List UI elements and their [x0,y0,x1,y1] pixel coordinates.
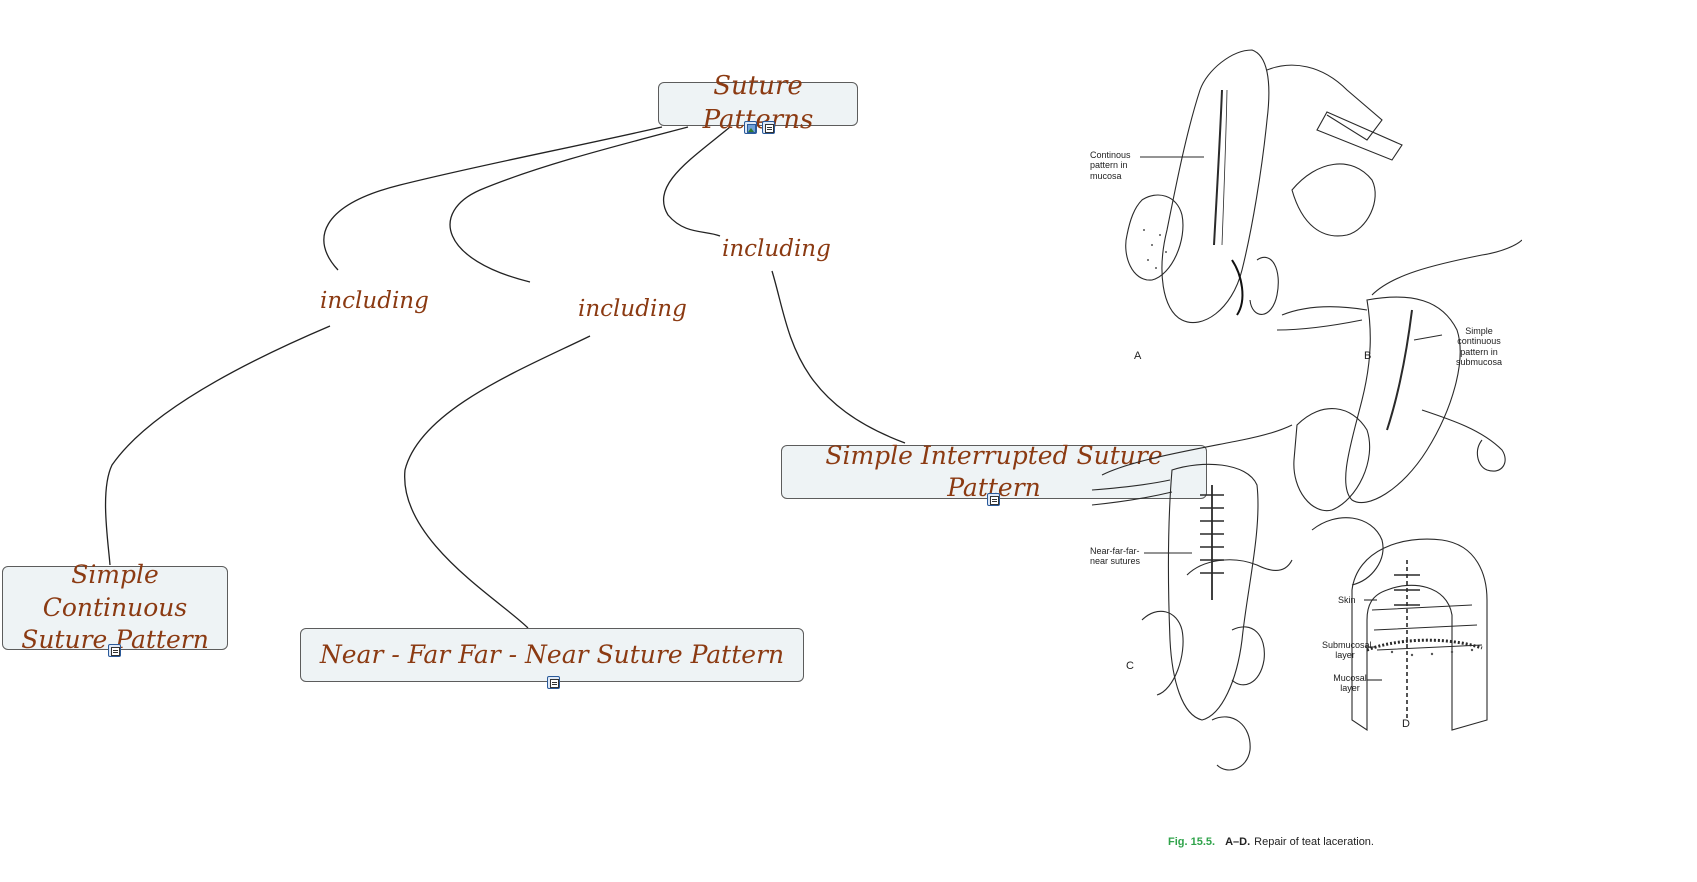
concept-simple-continuous[interactable]: Simple Continuous Suture Pattern [2,560,228,654]
annotation-simple-continuous-submucosa: Simple continuous pattern in submucosa [1455,326,1503,368]
concept-root-suture-patterns[interactable]: Suture Patterns [658,71,858,135]
document-icon[interactable] [108,644,121,657]
concept-root-label: Suture Patterns [702,71,814,135]
concept-simple-continuous-label: Simple Continuous Suture Pattern [21,560,209,655]
panel-label-c: C [1126,660,1134,672]
connection-root-to-including-3 [662,126,731,237]
annotation-submucosal-layer: Submucosal layer [1322,640,1372,661]
panel-label-d: D [1402,718,1410,730]
teat-laceration-repair-illustration: Continous pattern in mucosa Simple conti… [1082,30,1523,790]
document-icon[interactable] [547,676,560,689]
connection-root-to-including-2 [449,126,689,283]
connection-including-1-to-simple-continuous [104,325,331,566]
concept-near-far-far-near[interactable]: Near - Far Far - Near Suture Pattern [300,628,804,682]
annotation-skin: Skin [1338,595,1356,605]
image-icon[interactable] [744,121,757,134]
caption-figure-number: Fig. 15.5. [1168,836,1216,848]
annotation-continuous-mucosa: Continous pattern in mucosa [1090,150,1131,181]
panel-label-a: A [1134,350,1142,362]
link-label-including-1[interactable]: including [318,288,431,314]
document-icon[interactable] [762,121,775,134]
caption-text: Repair of teat laceration. [1254,836,1374,848]
annotation-near-far-sutures: Near-far-far-near sutures [1090,546,1141,567]
concept-simple-interrupted[interactable]: Simple Interrupted Suture Pattern [781,441,1207,502]
link-label-including-3[interactable]: including [720,236,833,262]
annotation-mucosal-layer: Mucosal layer [1333,673,1367,694]
caption-bold-part: A–D. [1225,836,1251,848]
illustration-drawing [1091,49,1523,771]
concept-near-far-label: Near - Far Far - Near Suture Pattern [319,639,785,669]
link-label-including-2[interactable]: including [576,296,689,322]
figure-caption: Fig. 15.5. A–D.Repair of teat laceration. [1168,836,1374,848]
document-icon[interactable] [987,493,1000,506]
concept-simple-interrupted-label: Simple Interrupted Suture Pattern [825,440,1163,503]
connection-including-2-to-near-far [404,335,591,629]
connection-including-3-to-simple-interrupted [771,270,906,444]
connection-root-to-including-1 [323,126,663,271]
panel-label-b: B [1364,350,1372,362]
